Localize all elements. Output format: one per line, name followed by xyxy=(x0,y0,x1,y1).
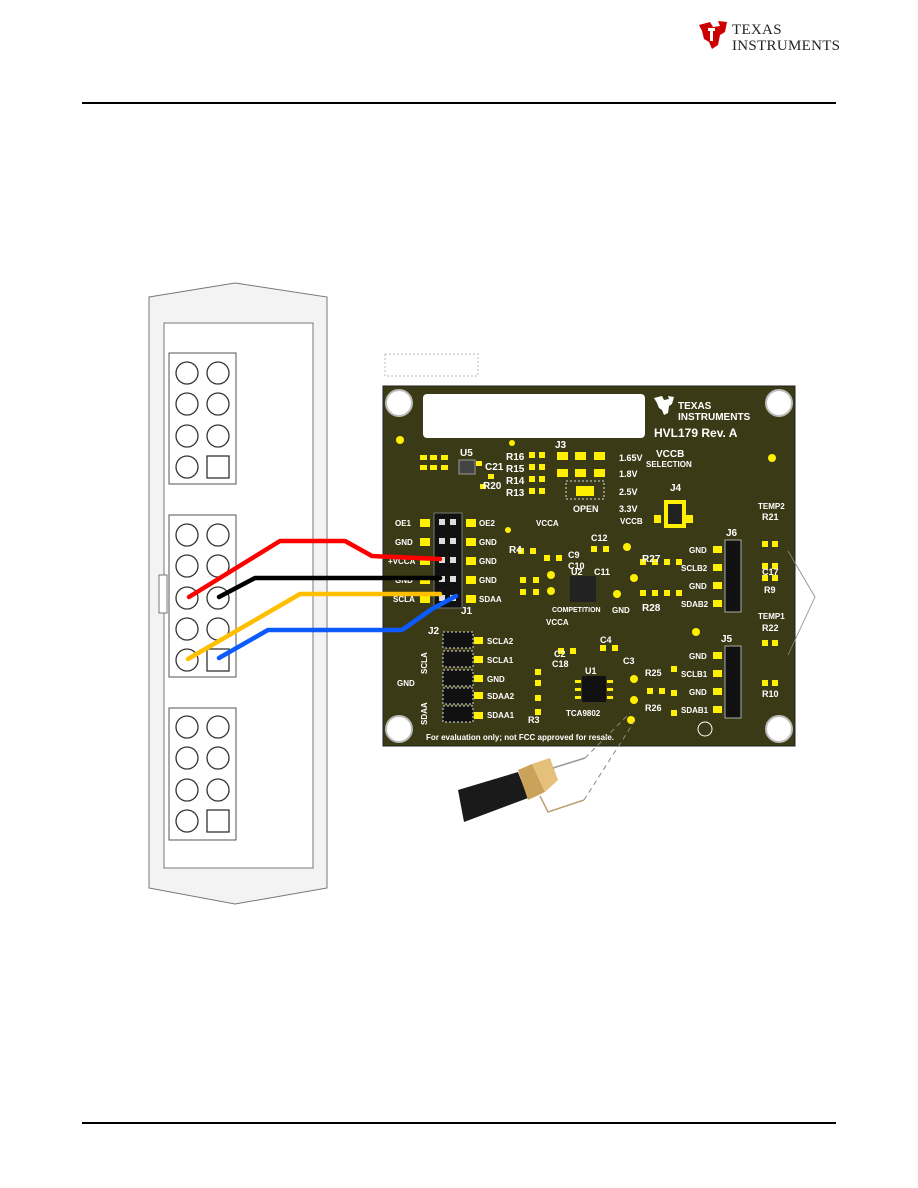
board-footer: For evaluation only; not FCC approved fo… xyxy=(426,733,614,742)
open-label: OPEN xyxy=(573,504,599,514)
vcca-label-2: VCCA xyxy=(546,618,569,627)
j1-left-2: +VCCA xyxy=(388,557,416,566)
ref-r21: R21 xyxy=(762,512,779,522)
vccb-label: VCCB xyxy=(656,449,684,460)
board-name: HVL179 Rev. A xyxy=(654,426,738,440)
j1-left-1: GND xyxy=(395,538,413,547)
j2-2: GND xyxy=(487,675,505,684)
j6-1: SCLB2 xyxy=(681,564,708,573)
gnd-label-mid: GND xyxy=(612,606,630,615)
ref-r27: R27 xyxy=(642,554,661,565)
scope-probe xyxy=(458,712,635,822)
wires xyxy=(185,538,459,662)
board-logo-1: TEXAS xyxy=(678,401,712,412)
ref-r15: R15 xyxy=(506,464,525,475)
ref-c18: C18 xyxy=(552,659,569,669)
ref-j1: J1 xyxy=(461,606,473,617)
ref-r25: R25 xyxy=(645,668,662,678)
ref-r28: R28 xyxy=(642,603,661,614)
volt-4: 3.3V xyxy=(619,504,638,514)
j2-3: SDAA2 xyxy=(487,692,515,701)
ref-r22: R22 xyxy=(762,623,779,633)
ref-r20: R20 xyxy=(483,481,502,492)
callout-lines xyxy=(787,550,816,656)
ref-c21: C21 xyxy=(485,462,504,473)
j1-left-4: SCLA xyxy=(393,595,415,604)
vcca-label: VCCA xyxy=(536,519,559,528)
volt-3: 2.5V xyxy=(619,487,638,497)
ti-logo: TEXAS INSTRUMENTS xyxy=(696,18,841,56)
ref-u1: U1 xyxy=(585,666,597,676)
j2-0: SCLA2 xyxy=(487,637,514,646)
wire-scl xyxy=(185,591,443,662)
wire-power xyxy=(186,538,443,600)
board-logo-2: INSTRUMENTS xyxy=(678,412,751,423)
ref-c3: C3 xyxy=(623,656,635,666)
j6-3: SDAB2 xyxy=(681,600,709,609)
ref-j6: J6 xyxy=(726,528,738,539)
ref-c17: C17 xyxy=(762,567,779,577)
brand-line2: INSTRUMENTS xyxy=(732,38,841,54)
ref-r13: R13 xyxy=(506,488,525,499)
vccb-label-2: VCCB xyxy=(620,517,643,526)
ref-j4: J4 xyxy=(670,483,682,494)
ref-c11: C11 xyxy=(594,567,610,577)
j6-0: GND xyxy=(689,546,707,555)
ti-state-icon xyxy=(699,21,727,49)
ref-r3: R3 xyxy=(528,715,540,725)
j1-right-2: GND xyxy=(479,557,497,566)
j2-left-sdaa: SDAA xyxy=(420,702,429,725)
j5-3: SDAB1 xyxy=(681,706,709,715)
ref-u5: U5 xyxy=(460,448,473,459)
j1-left-0: OE1 xyxy=(395,519,412,528)
competition-label: COMPETITION xyxy=(552,607,601,614)
footer-rule xyxy=(82,1122,836,1124)
j2-left-gnd: GND xyxy=(397,679,415,688)
ref-j5: J5 xyxy=(721,634,733,645)
ref-r26: R26 xyxy=(645,703,662,713)
ref-r16: R16 xyxy=(506,452,525,463)
j6-2: GND xyxy=(689,582,707,591)
j2-4: SDAA1 xyxy=(487,711,515,720)
j5-2: GND xyxy=(689,688,707,697)
chip-label: TCA9802 xyxy=(566,709,601,718)
wire-ground xyxy=(216,575,443,600)
brand-line1: TEXAS xyxy=(732,22,782,38)
ref-c10: C10 xyxy=(568,561,585,571)
j1-right-3: GND xyxy=(479,576,497,585)
ref-r10: R10 xyxy=(762,689,779,699)
j1-right-4: SDAA xyxy=(479,595,502,604)
j2-left-scla: SCLA xyxy=(420,652,429,674)
placeholder-box xyxy=(384,353,479,377)
volt-1: 1.65V xyxy=(619,453,643,463)
header-rule xyxy=(82,102,836,104)
j1-left-3: GND xyxy=(395,576,413,585)
wire-sda xyxy=(216,593,459,661)
ref-c4: C4 xyxy=(600,635,612,645)
ref-r4: R4 xyxy=(509,545,522,556)
ref-u2: U2 xyxy=(571,567,583,577)
j1-right-0: OE2 xyxy=(479,519,496,528)
j1-right-1: GND xyxy=(479,538,497,547)
ref-c2: C2 xyxy=(554,649,566,659)
ref-j3: J3 xyxy=(555,440,567,451)
ref-r14: R14 xyxy=(506,476,525,487)
ref-c9: C9 xyxy=(568,550,580,560)
j5-1: SCLB1 xyxy=(681,670,708,679)
j2-1: SCLA1 xyxy=(487,656,514,665)
vccb-selection: SELECTION xyxy=(646,460,692,469)
ref-r9: R9 xyxy=(764,585,776,595)
ref-c12: C12 xyxy=(591,533,608,543)
volt-2: 1.8V xyxy=(619,469,638,479)
evm-board: TEXAS INSTRUMENTS HVL179 Rev. A xyxy=(382,385,796,747)
pb-free-icon xyxy=(697,721,713,737)
ref-j2: J2 xyxy=(428,626,440,637)
board-ti-icon xyxy=(654,396,674,415)
temp1-label: TEMP1 xyxy=(758,612,785,621)
temp2-label: TEMP2 xyxy=(758,502,785,511)
j5-0: GND xyxy=(689,652,707,661)
